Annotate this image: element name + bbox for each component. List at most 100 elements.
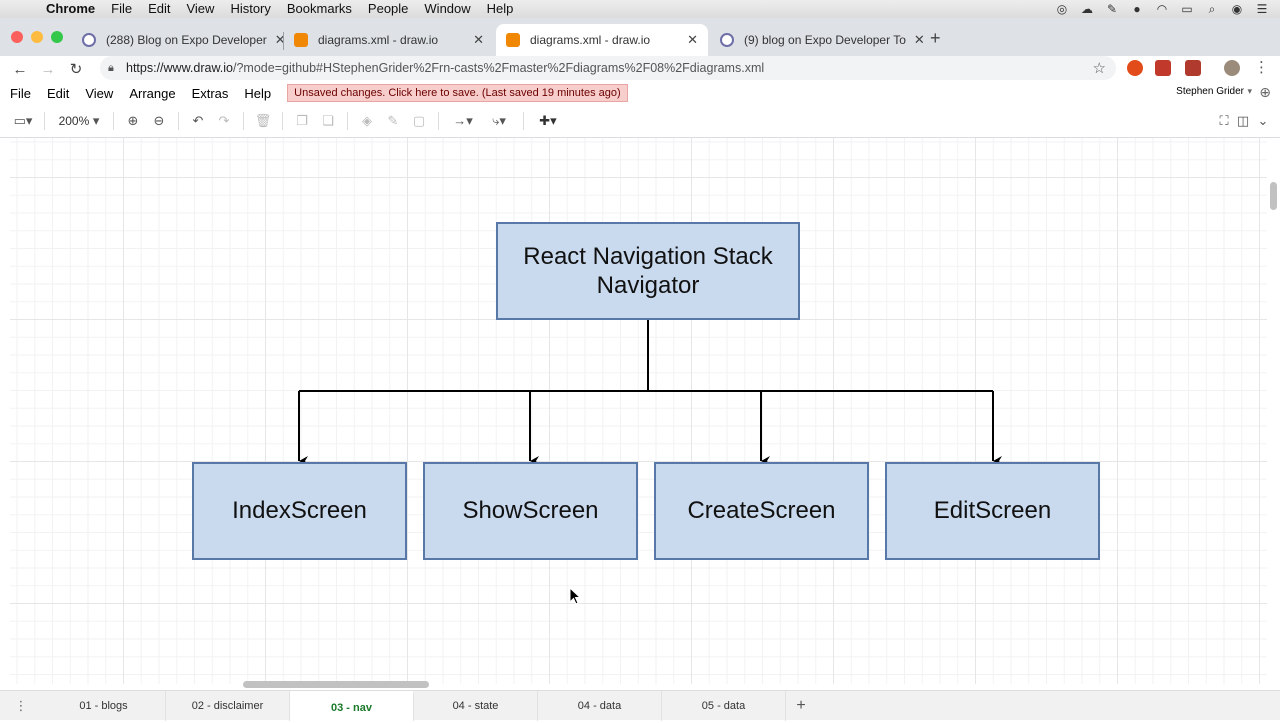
browser-tab[interactable]: diagrams.xml - draw.io ✕	[284, 24, 494, 56]
page-tab-nav[interactable]: 03 - nav	[290, 690, 414, 721]
avatar[interactable]	[1224, 60, 1240, 76]
zoom-in-icon[interactable]: ⊕	[127, 112, 139, 128]
menu-view[interactable]: View	[186, 1, 215, 16]
zoom-select[interactable]: 200% ▾	[58, 112, 100, 128]
toolbar-separator	[44, 111, 45, 130]
battery-icon[interactable]: ▭	[1181, 2, 1193, 16]
node-edit-screen[interactable]: EditScreen	[885, 462, 1100, 560]
horizontal-scroll-thumb[interactable]	[243, 681, 429, 688]
close-tab-icon[interactable]: ✕	[274, 32, 286, 47]
waypoints-icon[interactable]: ⤷▾	[492, 112, 506, 128]
menu-window[interactable]: Window	[424, 1, 471, 16]
tab-title: (288) Blog on Expo Developer	[106, 33, 267, 47]
format-toggle-icon[interactable]: ◫	[1236, 112, 1250, 128]
vertical-scroll-thumb[interactable]	[1270, 182, 1277, 210]
unsaved-changes-notice[interactable]: Unsaved changes. Click here to save. (La…	[287, 84, 628, 102]
close-tab-icon[interactable]: ✕	[687, 32, 698, 47]
app-menu-view[interactable]: View	[85, 85, 114, 101]
notification-list-icon[interactable]: ☰	[1256, 2, 1268, 16]
page-tab-disclaimer[interactable]: 02 - disclaimer	[166, 690, 290, 721]
menu-edit[interactable]: Edit	[148, 1, 171, 16]
bookmark-star-icon[interactable]: ☆	[1092, 60, 1106, 77]
maximize-window-icon[interactable]	[51, 31, 63, 43]
diagram-canvas[interactable]: React Navigation Stack Navigator IndexSc…	[10, 138, 1267, 684]
close-tab-icon[interactable]: ✕	[913, 32, 925, 47]
node-stack-navigator[interactable]: React Navigation Stack Navigator	[496, 222, 800, 320]
page-tab-blogs[interactable]: 01 - blogs	[42, 690, 166, 721]
menu-history[interactable]: History	[230, 1, 271, 16]
fill-color-icon[interactable]: ◈	[362, 112, 372, 128]
new-tab-icon[interactable]: +	[930, 28, 941, 48]
close-window-icon[interactable]	[11, 31, 23, 43]
browser-tab[interactable]: (9) blog on Expo Developer To ✕	[710, 24, 925, 56]
collapse-icon[interactable]: ⌄	[1257, 112, 1269, 128]
menu-help[interactable]: Help	[486, 1, 514, 16]
language-globe-icon[interactable]: ⊕	[1259, 84, 1271, 100]
spotlight-search-icon[interactable]: ⌕	[1208, 1, 1216, 16]
expo-icon	[82, 33, 96, 47]
address-bar[interactable]: 🔒︎ https://www.draw.io/?mode=github#HSte…	[100, 56, 1116, 80]
back-icon[interactable]: ←	[12, 60, 28, 78]
page-tab-state[interactable]: 04 - state	[414, 690, 538, 721]
redo-icon[interactable]: ↷	[218, 112, 230, 128]
cloud-icon[interactable]: ☁	[1081, 2, 1093, 16]
drawio-icon	[294, 33, 308, 47]
zoom-value: 200%	[58, 113, 90, 128]
page-tab-data-2[interactable]: 05 - data	[662, 690, 786, 721]
lock-icon[interactable]: 🔒︎	[108, 61, 114, 74]
vertical-scrollbar[interactable]	[1267, 138, 1280, 684]
node-create-screen[interactable]: CreateScreen	[654, 462, 869, 560]
shadow-icon[interactable]: ▢	[412, 112, 426, 128]
menu-people[interactable]: People	[367, 1, 409, 16]
format-panel-icon[interactable]: ▭▾	[13, 112, 33, 128]
page-tab-data[interactable]: 04 - data	[538, 690, 662, 721]
add-page-icon[interactable]: +	[796, 696, 806, 714]
node-show-screen[interactable]: ShowScreen	[423, 462, 638, 560]
minimize-window-icon[interactable]	[31, 31, 43, 43]
connection-style-icon[interactable]: →▾	[453, 112, 473, 128]
app-menu-help[interactable]: Help	[244, 85, 272, 101]
to-front-icon[interactable]: ❐	[296, 112, 308, 128]
glasses-icon[interactable]: ◎	[1056, 2, 1068, 16]
tab-strip: (288) Blog on Expo Developer ✕ diagrams.…	[0, 18, 1280, 56]
app-menu-file[interactable]: File	[10, 85, 31, 101]
menu-app-name[interactable]: Chrome	[46, 1, 96, 16]
close-tab-icon[interactable]: ✕	[473, 32, 484, 47]
menu-bookmarks[interactable]: Bookmarks	[286, 1, 352, 16]
undo-icon[interactable]: ↶	[192, 112, 204, 128]
app-menu-edit[interactable]: Edit	[46, 85, 70, 101]
extension-icon[interactable]	[1127, 60, 1143, 76]
siri-icon[interactable]: ◉	[1231, 2, 1243, 16]
extension-icon[interactable]	[1155, 60, 1171, 76]
mac-menubar: Chrome File Edit View History Bookmarks …	[0, 0, 1280, 18]
line-color-icon[interactable]: ✎	[387, 112, 399, 128]
window-controls	[11, 31, 63, 43]
user-caret-icon[interactable]: ▾	[1247, 86, 1252, 96]
wifi-icon[interactable]: ◠	[1156, 2, 1168, 16]
forward-icon[interactable]: →	[40, 60, 56, 78]
dark-circle-icon[interactable]: ●	[1133, 2, 1141, 16]
pages-menu-icon[interactable]: ⋮	[14, 697, 28, 713]
insert-plus-icon[interactable]: ✚▾	[539, 112, 557, 128]
app-menu-extras[interactable]: Extras	[191, 85, 229, 101]
toolbar-separator	[282, 111, 283, 130]
node-label: ShowScreen	[462, 497, 599, 524]
fullscreen-icon[interactable]: ⛶	[1219, 112, 1229, 128]
connectors	[298, 320, 1002, 466]
app-menu-arrange[interactable]: Arrange	[129, 85, 176, 101]
browser-tab-active[interactable]: diagrams.xml - draw.io ✕	[496, 24, 708, 56]
to-back-icon[interactable]: ❏	[322, 112, 334, 128]
node-label: IndexScreen	[232, 497, 367, 524]
brush-icon[interactable]: ✎	[1106, 2, 1118, 16]
extension-icon[interactable]	[1185, 60, 1201, 76]
node-index-screen[interactable]: IndexScreen	[192, 462, 407, 560]
toolbar-separator	[243, 111, 244, 130]
reload-icon[interactable]: ↻	[69, 61, 83, 78]
zoom-out-icon[interactable]: ⊖	[153, 112, 165, 128]
chrome-menu-icon[interactable]: ⋮	[1254, 59, 1269, 76]
toolbar-separator	[178, 111, 179, 130]
delete-icon[interactable]: 🗑︎	[254, 112, 272, 128]
browser-tab[interactable]: (288) Blog on Expo Developer ✕	[72, 24, 286, 56]
user-name[interactable]: Stephen Grider	[1176, 86, 1244, 97]
menu-file[interactable]: File	[111, 1, 133, 16]
